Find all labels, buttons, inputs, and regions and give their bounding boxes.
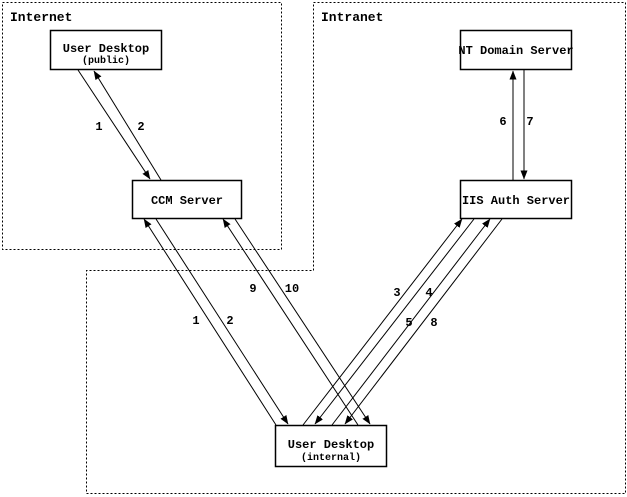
step-label-iis-to-internal-4: 4 — [425, 286, 432, 300]
internet-zone-outline — [2, 2, 282, 250]
node-nt-domain-server-box — [459, 29, 573, 71]
node-iis-auth-server-box — [459, 179, 573, 220]
step-label-ccm-to-internal-10: 10 — [285, 282, 299, 296]
arrow-internal-desktop-to-ccm-9 — [222, 218, 359, 426]
node-nt-domain-server-title: NT Domain Server — [458, 44, 573, 58]
arrow-ccm-to-internal-desktop-10 — [234, 218, 371, 425]
node-iis-auth-server: IIS Auth Server — [459, 179, 573, 220]
arrow-public-desktop-to-ccm — [77, 69, 151, 180]
arrow-internal-desktop-to-ccm-1 — [143, 218, 277, 426]
arrow-ccm-to-public-desktop — [93, 70, 162, 181]
step-label-nt-to-iis-7: 7 — [526, 115, 533, 129]
node-ccm-server-title: CCM Server — [151, 194, 223, 208]
node-user-desktop-internal-title: User Desktop — [288, 438, 374, 452]
node-user-desktop-public-subtitle: (public) — [82, 55, 130, 67]
step-label-ccm-to-internal: 2 — [226, 314, 233, 328]
step-label-internal-to-iis-5: 5 — [405, 316, 412, 330]
step-label-internal-to-iis-3: 3 — [393, 286, 400, 300]
arrow-internal-desktop-to-iis-3 — [302, 218, 463, 426]
node-user-desktop-public: User Desktop (public) — [49, 29, 163, 71]
zone-label-internet: Internet — [10, 10, 72, 25]
step-label-iis-to-internal-8: 8 — [430, 316, 437, 330]
step-label-internal-to-ccm: 1 — [192, 314, 199, 328]
arrow-iis-to-internal-desktop-4 — [314, 218, 475, 425]
zone-label-intranet: Intranet — [321, 10, 383, 25]
step-label-internal-to-ccm-9: 9 — [249, 282, 256, 296]
node-iis-auth-server-title: IIS Auth Server — [462, 194, 570, 208]
node-ccm-server-box — [131, 179, 243, 220]
node-ccm-server: CCM Server — [131, 179, 243, 220]
node-nt-domain-server: NT Domain Server — [458, 29, 574, 71]
node-user-desktop-internal-box — [274, 424, 388, 468]
node-user-desktop-public-title: User Desktop — [63, 42, 149, 56]
arrow-ccm-to-internal-desktop-2 — [155, 218, 289, 425]
step-label-ccm-to-public: 2 — [137, 120, 144, 134]
arrow-iis-to-internal-desktop-8 — [344, 218, 503, 425]
step-label-iis-to-nt-6: 6 — [499, 115, 506, 129]
arrow-internal-desktop-to-iis-5 — [331, 218, 491, 426]
node-user-desktop-public-box — [49, 29, 163, 71]
node-user-desktop-internal-subtitle: (internal) — [301, 452, 361, 464]
node-user-desktop-internal: User Desktop (internal) — [274, 424, 388, 468]
step-label-public-to-ccm: 1 — [95, 120, 102, 134]
intranet-zone-outline — [86, 2, 626, 494]
